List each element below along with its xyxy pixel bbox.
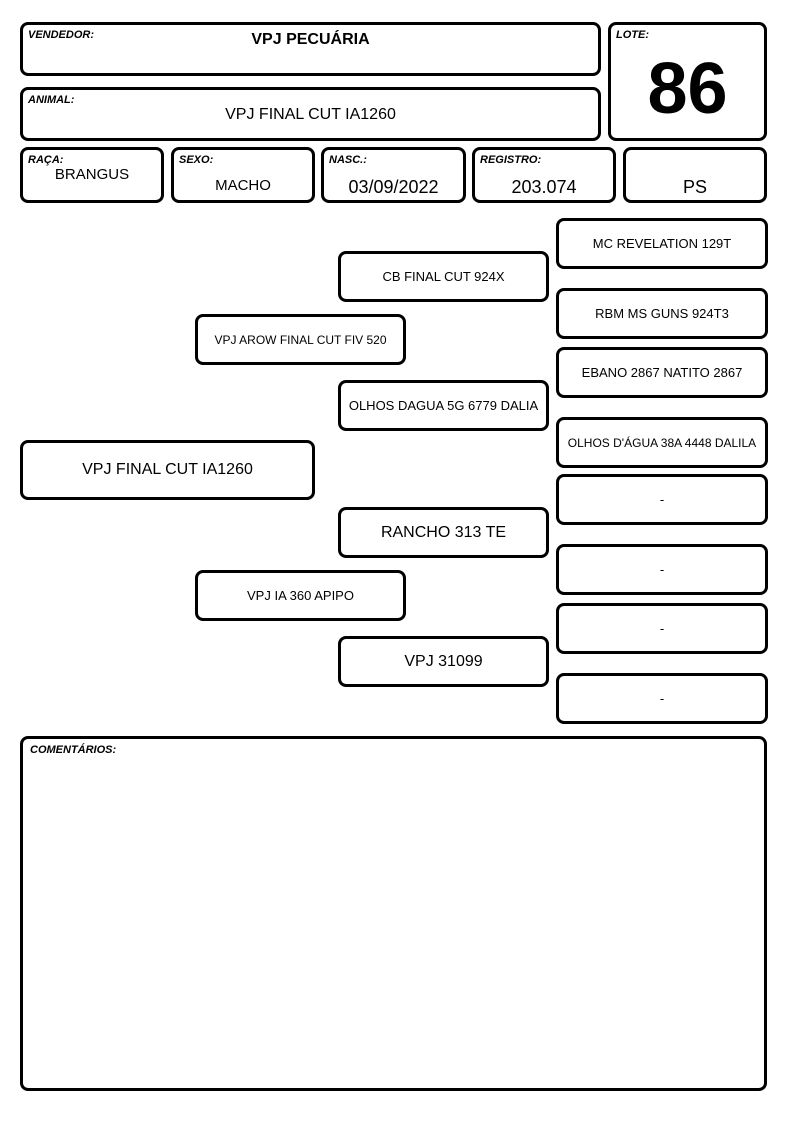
lot-label: LOTE:: [616, 29, 649, 41]
birth-date-label: NASC.:: [329, 154, 367, 166]
pedigree-sire: VPJ AROW FINAL CUT FIV 520: [195, 314, 406, 365]
category-field: PS: [623, 147, 767, 203]
pedigree-dam-sire-sire: -: [556, 474, 768, 525]
animal-field: ANIMAL: VPJ FINAL CUT IA1260: [20, 87, 601, 141]
breed-field: RAÇA: BRANGUS: [20, 147, 164, 203]
seller-value: VPJ PECUÁRIA: [251, 31, 370, 48]
pedigree-sire-sire-dam: RBM MS GUNS 924T3: [556, 288, 768, 339]
registration-value: 203.074: [511, 177, 577, 197]
comments-label: COMENTÁRIOS:: [30, 744, 117, 756]
birth-date-value: 03/09/2022: [348, 177, 439, 197]
category-value: PS: [682, 177, 707, 197]
breed-label: RAÇA:: [28, 154, 64, 166]
pedigree-dam-sire-dam: -: [556, 544, 768, 595]
animal-label: ANIMAL:: [28, 94, 75, 106]
pedigree-dam: VPJ IA 360 APIPO: [195, 570, 406, 621]
pedigree-sire-dam: OLHOS DAGUA 5G 6779 DALIA: [338, 380, 549, 431]
pedigree-dam-dam-sire: -: [556, 603, 768, 654]
sex-field: SEXO: MACHO: [171, 147, 315, 203]
pedigree-sire-sire-sire: MC REVELATION 129T: [556, 218, 768, 269]
pedigree-sire-sire: CB FINAL CUT 924X: [338, 251, 549, 302]
lot-field: LOTE: 86: [608, 22, 767, 141]
seller-field: VENDEDOR: VPJ PECUÁRIA: [20, 22, 601, 76]
pedigree-dam-dam-dam: -: [556, 673, 768, 724]
registration-label: REGISTRO:: [480, 154, 542, 166]
animal-value: VPJ FINAL CUT IA1260: [225, 106, 396, 123]
pedigree-dam-dam: VPJ 31099: [338, 636, 549, 687]
sex-label: SEXO:: [179, 154, 214, 166]
comments-field: COMENTÁRIOS:: [20, 736, 767, 1091]
registration-field: REGISTRO: 203.074: [472, 147, 616, 203]
pedigree-sire-dam-dam: OLHOS D'ÁGUA 38A 4448 DALILA: [556, 417, 768, 468]
breed-value: BRANGUS: [54, 166, 130, 183]
pedigree-dam-sire: RANCHO 313 TE: [338, 507, 549, 558]
pedigree-animal: VPJ FINAL CUT IA1260: [20, 440, 315, 500]
seller-label: VENDEDOR:: [28, 29, 95, 41]
sex-value: MACHO: [215, 177, 271, 194]
pedigree-sire-dam-sire: EBANO 2867 NATITO 2867: [556, 347, 768, 398]
birth-date-field: NASC.: 03/09/2022: [321, 147, 466, 203]
lot-number: 86: [647, 49, 728, 129]
